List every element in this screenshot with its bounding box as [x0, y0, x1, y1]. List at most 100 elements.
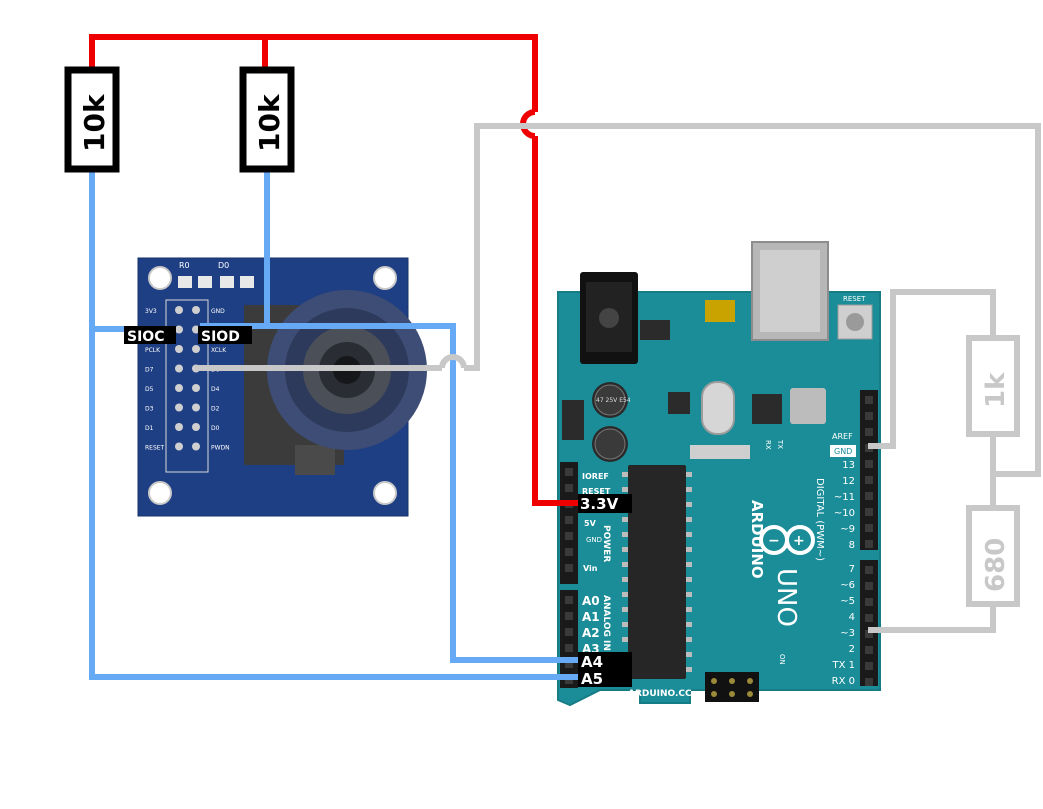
mount-hole: [148, 481, 172, 505]
a5-tag: A5: [578, 669, 632, 688]
on-label: ON: [778, 654, 786, 665]
digital-pin-label: 8: [849, 540, 855, 551]
camera-pin: [192, 423, 200, 431]
power-wire-drop: [532, 136, 578, 506]
svg-text:−: −: [768, 533, 780, 549]
camera-pin: [192, 306, 200, 314]
resistor-10k-siod: 10k: [239, 66, 295, 173]
mount-hole: [148, 266, 172, 290]
camera-module: R0 D0 3V3VSYNCPCLKD7D5D3D1RESET GNDHREFX…: [137, 257, 427, 517]
camera-pin-label: PCLK: [145, 347, 161, 354]
camera-pin-label: D3: [145, 406, 154, 413]
digital-pin-label: 12: [842, 476, 855, 487]
mount-hole: [373, 481, 397, 505]
vin-pin-label: Vin: [583, 564, 598, 573]
camera-pin-label: 3V3: [145, 308, 157, 315]
reset-button-label: RESET: [843, 295, 866, 303]
sioc-tag: SIOC: [124, 326, 176, 345]
camera-pin-label: D2: [211, 406, 220, 413]
digital-pin-label: 13: [842, 460, 855, 471]
camera-pin: [175, 442, 183, 451]
a0-pin-label: A0: [582, 594, 600, 608]
analog-in-label: ANALOG IN: [601, 595, 611, 651]
camera-pin: [175, 364, 183, 373]
a1-pin-label: A1: [582, 610, 600, 624]
camera-pin: [175, 306, 183, 314]
power-wire: [89, 34, 538, 112]
clock-wire-route: [464, 123, 1041, 477]
camera-pin-label: PWDN: [211, 445, 230, 452]
siod-tag: SIOD: [198, 326, 252, 345]
svg-text:A5: A5: [581, 670, 603, 688]
camera-pin-label: D1: [145, 425, 154, 432]
tx-led-label: TX: [776, 439, 784, 449]
digital-pin-label: ~11: [834, 492, 855, 503]
a4-tag: A4: [578, 652, 632, 671]
mount-hole: [373, 266, 397, 290]
digital-pin-label: ~5: [840, 596, 855, 607]
digital-pin-label: 2: [849, 644, 855, 655]
svg-text:A4: A4: [581, 653, 603, 671]
resistor-value: 1k: [981, 372, 1011, 408]
digital-pin-label: ~9: [840, 524, 855, 535]
camera-pin: [192, 442, 200, 451]
digital-pin-label: ~3: [840, 628, 855, 639]
camera-pin: [175, 423, 183, 431]
digital-label: DIGITAL (PWM~): [814, 478, 825, 561]
capacitor-label: 47 25V E54: [596, 397, 631, 404]
arduino-uno-board: RESET 47 25V E54 −: [557, 241, 881, 707]
model-text: UNO: [771, 568, 801, 627]
brand-text: ARDUINO: [748, 500, 766, 579]
5v-pin-label: 5V: [584, 519, 597, 528]
site-text: ARDUINO.CC: [628, 689, 692, 699]
digital-header-bottom: [860, 560, 878, 686]
a2-pin-label: A2: [582, 626, 600, 640]
camera-pin: [175, 345, 183, 353]
gnd-right-pin-label: GND: [834, 447, 852, 456]
camera-pin-label: GND: [211, 308, 225, 315]
reset-pin-label: RESET: [582, 487, 611, 496]
digital-pin-label: ~6: [840, 580, 855, 591]
resistor-10k-sioc: 10k: [64, 66, 120, 173]
arduino-logo: − +: [759, 525, 815, 555]
analog-header: [560, 590, 578, 688]
aref-pin-label: AREF: [832, 432, 853, 441]
resistor-680: 680: [966, 505, 1020, 607]
camera-pin-label: D4: [211, 386, 220, 393]
camera-pin-label: D0: [211, 425, 220, 432]
camera-pin-header: [165, 299, 209, 473]
icsp-header: [705, 672, 759, 702]
digital-pin-label: TX 1: [832, 660, 856, 671]
camera-pin: [192, 384, 200, 392]
ioref-pin-label: IOREF: [582, 472, 609, 481]
digital-header-top: [860, 390, 878, 550]
resistor-value: 10k: [78, 93, 111, 152]
resistor-value: 680: [981, 538, 1011, 592]
gnd-pin-label: GND: [586, 536, 602, 544]
divider-wire-bottom: [868, 604, 996, 633]
cam-r0-label: R0: [179, 261, 190, 270]
rx-led-label: RX: [764, 440, 772, 450]
svg-text:+: +: [793, 533, 805, 549]
divider-wire-top: [868, 289, 996, 449]
svg-text:SIOC: SIOC: [127, 329, 164, 345]
usb-chip: [752, 394, 782, 424]
camera-pin-label: D5: [145, 386, 154, 393]
cam-d0-label: D0: [218, 261, 229, 270]
camera-pin-label: XCLK: [211, 347, 227, 354]
digital-pin-label: 4: [849, 612, 855, 623]
digital-pin-label: ~10: [834, 508, 855, 519]
camera-pin-label: RESET: [145, 445, 165, 452]
reset-button: [837, 304, 873, 340]
camera-pin: [192, 345, 200, 353]
3v3-tag: 3.3V: [578, 494, 632, 513]
camera-pin-label: D7: [145, 367, 154, 374]
power-label: POWER: [601, 525, 611, 562]
crystal-oscillator: [701, 381, 735, 435]
svg-text:3.3V: 3.3V: [580, 495, 619, 513]
resistor-value: 10k: [253, 93, 286, 152]
atmega-chip: [628, 465, 686, 679]
